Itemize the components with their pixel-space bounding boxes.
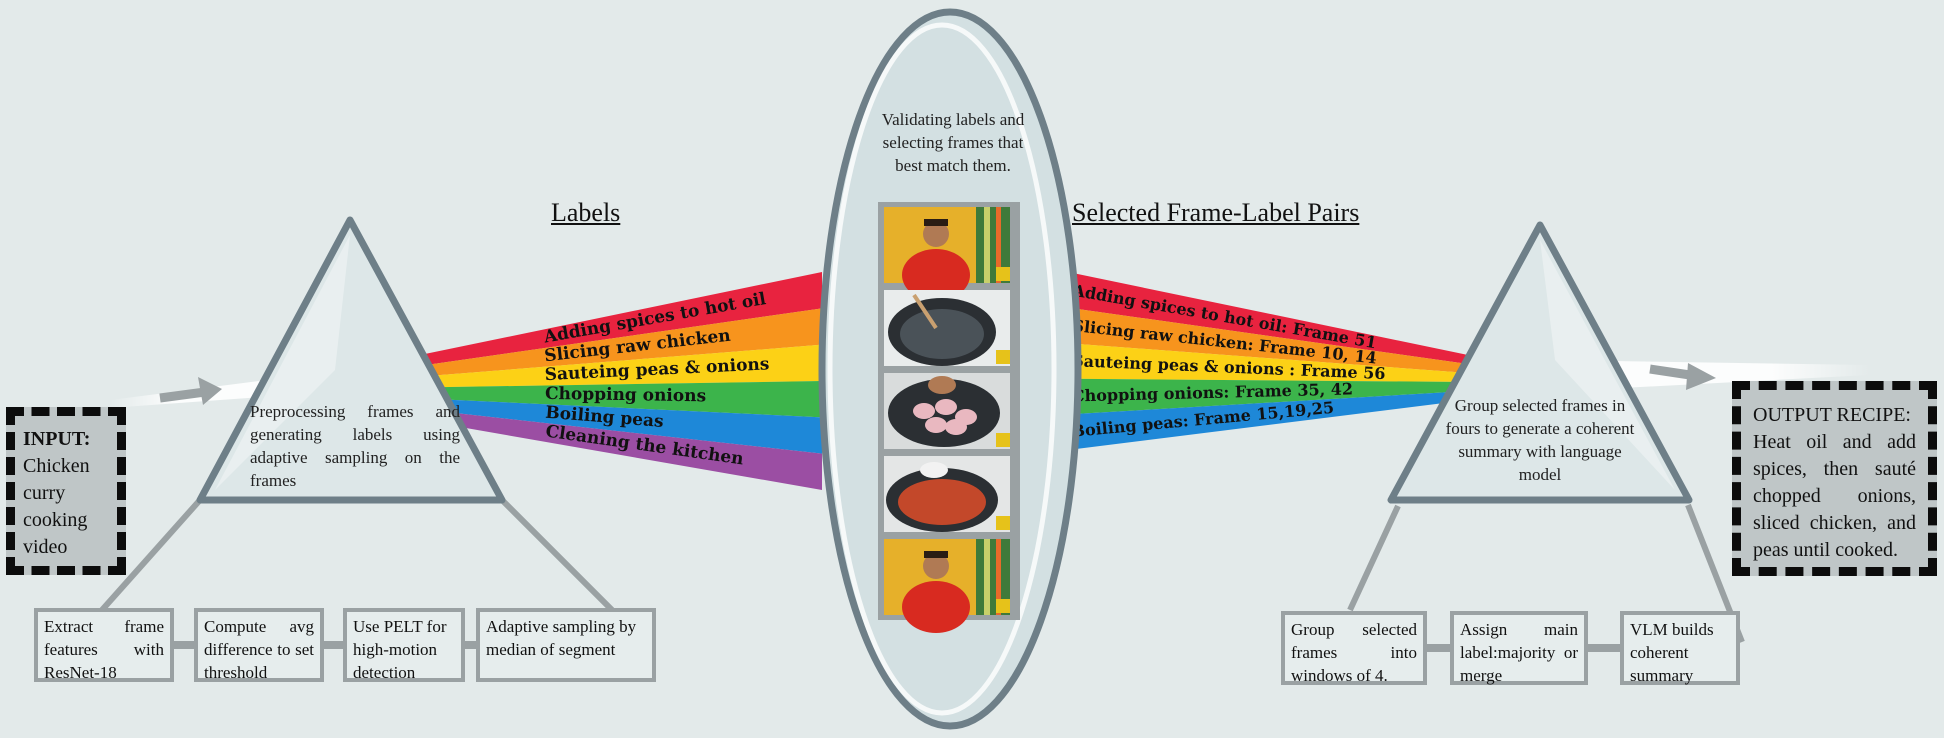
step-assign-label: Assign main label:majority or merge bbox=[1450, 611, 1588, 685]
input-title: INPUT: bbox=[23, 428, 91, 450]
right-prism-shine bbox=[1540, 240, 1675, 490]
right-prism-description: Group selected frames in fours to genera… bbox=[1445, 396, 1635, 484]
output-recipe-box: OUTPUT RECIPE: Heat oil and add spices, … bbox=[1732, 381, 1937, 576]
pair-band bbox=[1068, 343, 1468, 382]
label-band bbox=[420, 272, 822, 366]
pair-band bbox=[1068, 378, 1468, 415]
input-box: INPUT: Chicken curry cooking video bbox=[6, 407, 126, 575]
left-prism bbox=[196, 216, 506, 504]
frame-thumbnails bbox=[884, 207, 1010, 633]
output-text: Heat oil and add spices, then sauté chop… bbox=[1753, 431, 1916, 561]
left-leg-2 bbox=[497, 495, 615, 613]
pair-band bbox=[1068, 272, 1468, 364]
lens-highlight bbox=[827, 22, 1057, 716]
empty-pan-frame bbox=[884, 290, 1010, 366]
pair-band bbox=[1068, 391, 1468, 450]
input-arrow-head bbox=[198, 377, 222, 405]
pair-band bbox=[1068, 307, 1468, 373]
step-compute-threshold: Compute avg difference to set threshold bbox=[194, 608, 324, 682]
step-adaptive-sampling: Adaptive sampling by median of segment bbox=[476, 608, 656, 682]
input-arrow-shaft bbox=[159, 387, 206, 403]
label-text: Chopping onions bbox=[545, 384, 706, 407]
curry-pan-frame bbox=[884, 456, 1010, 532]
output-arrow-head bbox=[1686, 363, 1716, 390]
step-pelt-detection: Use PELT for high-motion detection bbox=[343, 608, 465, 682]
raw-chicken-frame bbox=[884, 373, 1010, 449]
pairs-heading: Selected Frame-Label Pairs bbox=[1072, 198, 1360, 227]
left-prism-description: Preprocessing frames and generating labe… bbox=[250, 402, 460, 490]
left-prism-shine bbox=[215, 235, 350, 490]
step-extract-features: Extract frame features with ResNet-18 bbox=[34, 608, 174, 682]
label-band bbox=[420, 409, 822, 490]
label-band bbox=[420, 308, 822, 377]
input-text: Chicken curry cooking video bbox=[23, 455, 90, 558]
pairs-rainbow: Adding spices to hot oil: Frame 51Slicin… bbox=[1068, 272, 1468, 450]
lens-description: Validating labels and selecting frames t… bbox=[881, 110, 1025, 175]
label-band bbox=[420, 398, 822, 454]
labels-heading: Labels bbox=[551, 198, 621, 227]
label-band bbox=[420, 344, 822, 388]
step-group-frames: Group selected frames into windows of 4. bbox=[1281, 611, 1427, 685]
chef-portrait-frame bbox=[884, 539, 1010, 633]
right-leg-1 bbox=[1347, 504, 1401, 612]
output-title: OUTPUT RECIPE: bbox=[1753, 404, 1911, 426]
right-prism bbox=[1387, 221, 1693, 504]
label-band bbox=[420, 381, 822, 418]
output-arrow-shaft bbox=[1649, 364, 1691, 380]
step-vlm-summary: VLM builds coherent summary bbox=[1620, 611, 1740, 685]
chef-portrait-frame bbox=[884, 207, 1010, 301]
left-leg-1 bbox=[99, 498, 203, 612]
